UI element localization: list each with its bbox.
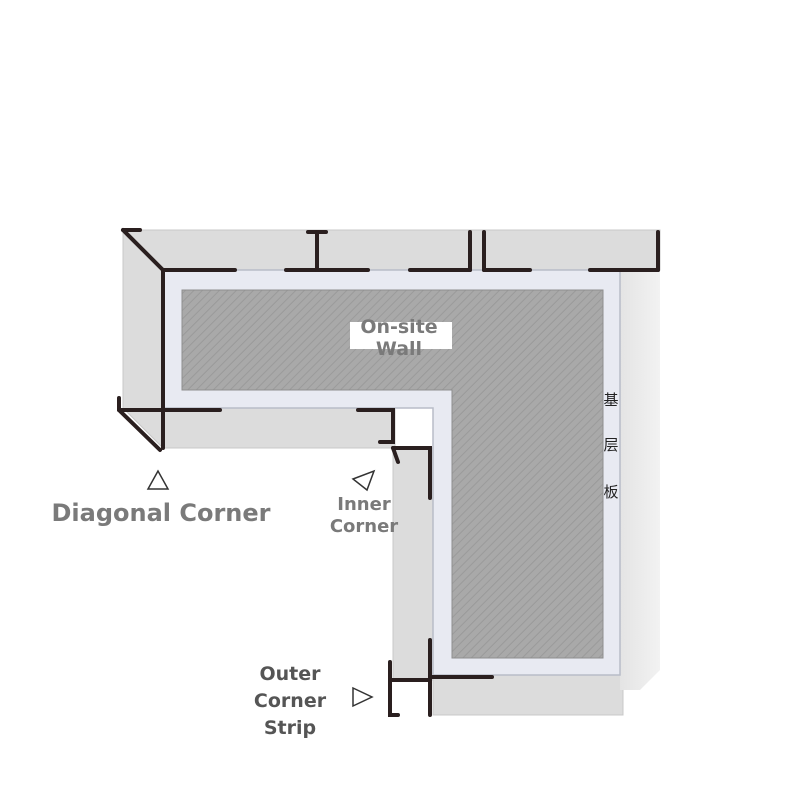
wall-label-background (350, 322, 452, 349)
outer-corner-strip-profile (388, 660, 400, 717)
inner-corner-label-line-2: Corner (330, 516, 398, 537)
inner-vertical-band (392, 447, 434, 681)
outer-corner-label-line-3: Strip (264, 717, 316, 739)
inner-corner-label-line-1: Inner (337, 494, 391, 515)
diagonal-corner-label: Diagonal Corner (51, 499, 270, 527)
wall-label-line-2: Wall (376, 338, 422, 360)
outer-corner-square (390, 678, 432, 717)
outer-corner-label-line-1: Outer (259, 663, 321, 685)
bottom-panel-band (432, 674, 624, 716)
diagonal-corner-marker (146, 469, 170, 490)
base-board-char-2: 层 (603, 436, 618, 454)
on-site-wall-shape (181, 289, 604, 659)
wall-label-line-1: On-site (360, 316, 437, 338)
right-panel-band (620, 270, 660, 690)
outer-corner-label-line-2: Corner (254, 690, 327, 712)
top-panel-band (121, 229, 661, 271)
inner-corner-marker (351, 469, 376, 492)
outer-cladding-panels (121, 228, 661, 716)
lower-panel-band (162, 407, 396, 449)
base-board-label: 基 层 板 (603, 391, 618, 501)
inner-corner-profile (356, 408, 395, 444)
base-board-char-3: 板 (603, 483, 618, 501)
inner-corner-profile-2 (391, 446, 432, 500)
profile-strips (117, 228, 660, 717)
outer-corner-marker (352, 686, 374, 708)
on-site-wall-label: On-site Wall (350, 316, 452, 360)
inner-corner-stub (391, 446, 400, 464)
base-board-char-1: 基 (603, 391, 618, 409)
